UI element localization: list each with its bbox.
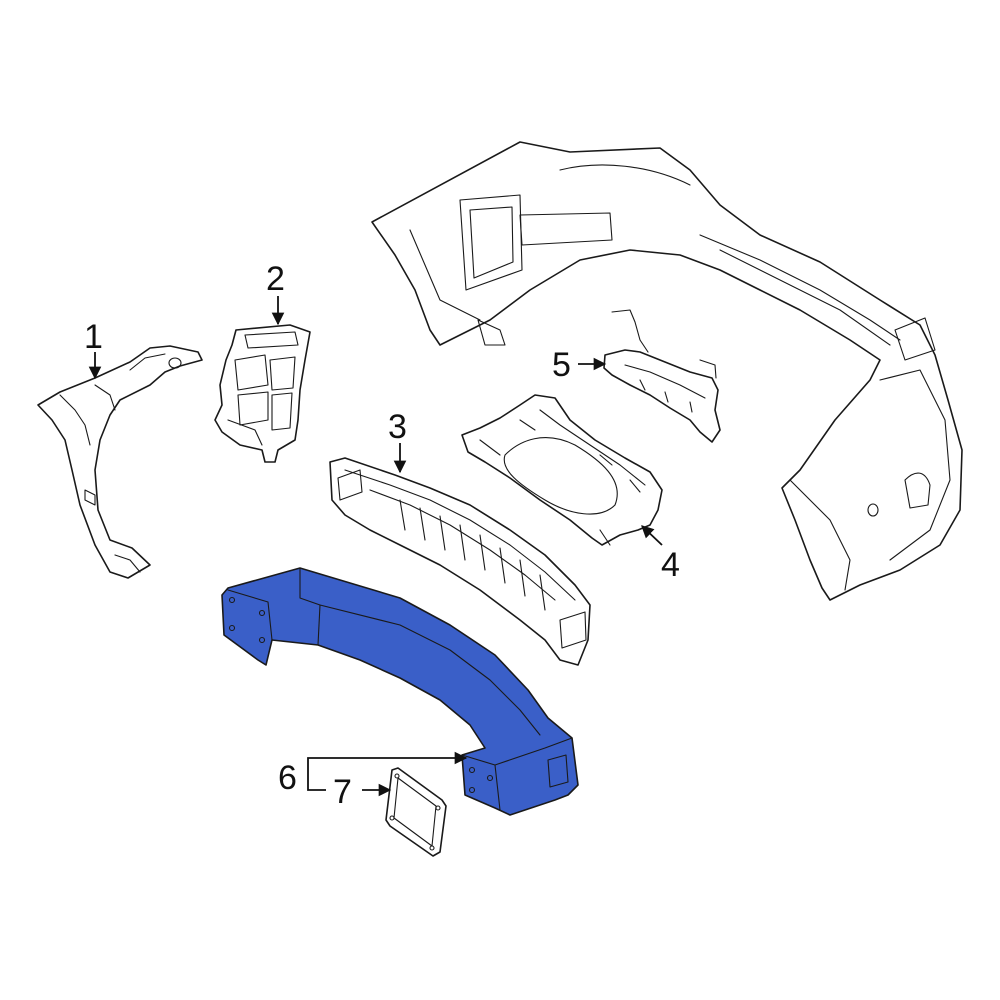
- beam-body: [221, 567, 579, 816]
- part-2-bracket: [214, 324, 311, 463]
- callout-6: 6: [278, 759, 297, 797]
- callout-4: 4: [661, 546, 680, 584]
- part-1-side-bracket: [37, 345, 203, 579]
- part-5-small-bracket: [603, 309, 721, 443]
- part-7-plate: [385, 767, 447, 857]
- callout-7: 7: [333, 773, 352, 811]
- callout-2: 2: [266, 260, 285, 298]
- part-6-reinforcement-beam: [221, 567, 579, 816]
- part-4-bracket-frame: [461, 394, 663, 546]
- part-3-energy-absorber: [329, 457, 591, 666]
- callout-1: 1: [84, 318, 103, 356]
- callout-3: 3: [388, 408, 407, 446]
- callout-5: 5: [552, 346, 571, 384]
- leader-lines: [88, 296, 663, 797]
- bumper-cover: [371, 141, 963, 601]
- callouts: 1 2 3 4 5 6 7: [84, 260, 680, 811]
